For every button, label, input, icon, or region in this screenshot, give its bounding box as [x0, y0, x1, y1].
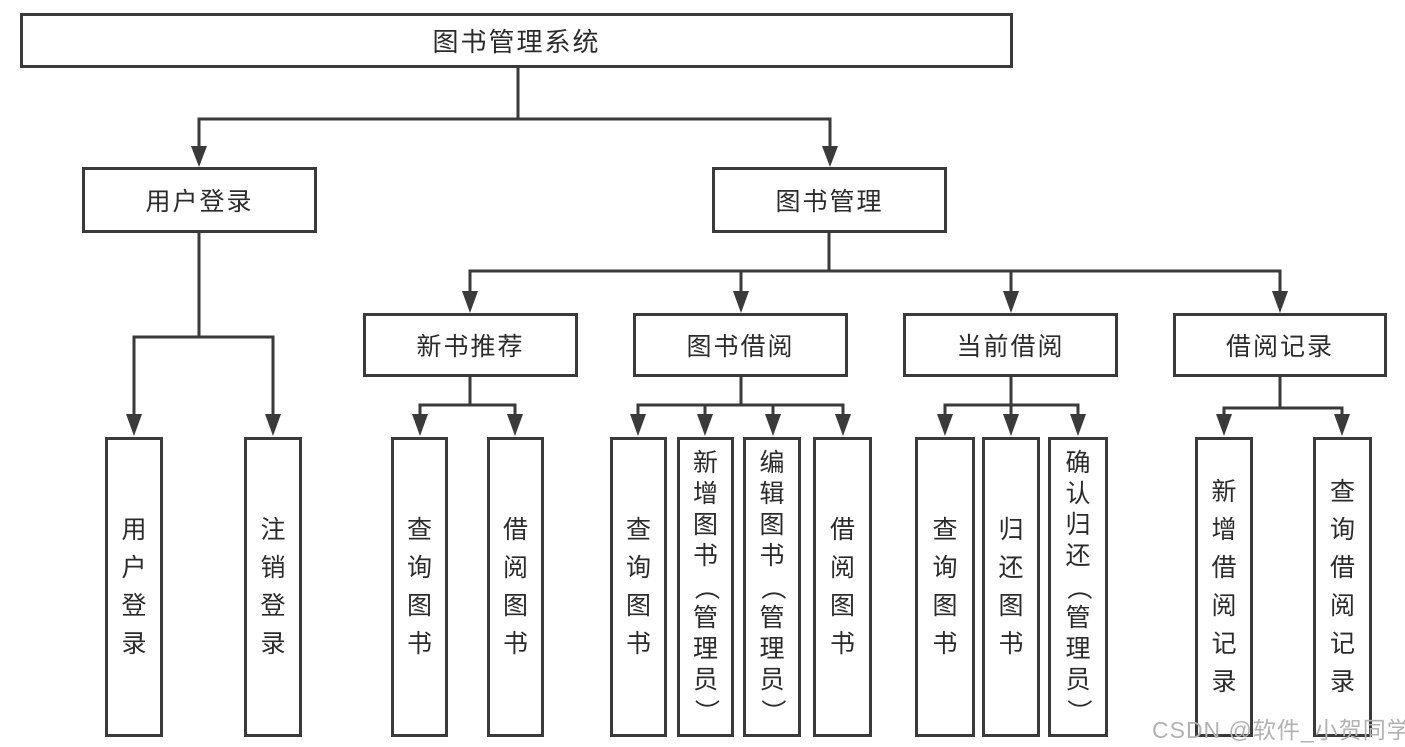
node-leaf-return-books: 归还图书 [982, 437, 1040, 737]
vertical-char: 辑 [759, 479, 785, 508]
node-leaf-query-books-2: 查询图书 [610, 437, 667, 737]
vertical-char: 询 [406, 554, 432, 582]
vertical-char: 登 [260, 592, 286, 620]
node-current-borrowing: 当前借阅 [903, 313, 1118, 377]
vertical-char: 理 [759, 634, 785, 663]
vertical-char: 管 [759, 603, 785, 632]
vertical-char: 确 [1065, 448, 1091, 477]
vertical-char: 询 [625, 554, 651, 582]
vertical-char: （ [1064, 574, 1093, 600]
vertical-char: 理 [692, 634, 718, 663]
vertical-char: 阅 [1211, 592, 1237, 620]
vertical-char: 图 [829, 592, 855, 620]
vertical-char: 增 [1211, 516, 1237, 544]
vertical-char: 图 [406, 592, 432, 620]
vertical-char: （ [692, 574, 720, 600]
vertical-char: 阅 [502, 554, 528, 582]
node-leaf-logout-login: 注销登录 [244, 437, 302, 737]
vertical-char: 录 [121, 630, 147, 658]
vertical-char: 员 [1065, 665, 1091, 694]
vertical-char: 询 [1329, 516, 1355, 544]
vertical-char: 录 [1329, 668, 1355, 696]
vertical-char: 书 [692, 541, 718, 570]
vertical-char: 查 [932, 516, 958, 544]
node-leaf-borrow-books-2: 借阅图书 [813, 437, 872, 737]
vertical-char: 查 [625, 516, 651, 544]
node-leaf-query-books-1: 查询图书 [391, 437, 448, 737]
node-borrowing-records: 借阅记录 [1173, 313, 1387, 377]
vertical-char: 还 [998, 554, 1024, 582]
vertical-char: 管 [1065, 603, 1091, 632]
vertical-char: 理 [1065, 634, 1091, 663]
vertical-char: 图 [998, 592, 1024, 620]
vertical-char: 认 [1065, 479, 1091, 508]
vertical-char: 阅 [829, 554, 855, 582]
node-leaf-user-login: 用户登录 [105, 437, 163, 737]
vertical-char: 借 [502, 516, 528, 544]
vertical-char: 图 [625, 592, 651, 620]
node-new-book-recommend: 新书推荐 [363, 313, 578, 377]
vertical-char: ） [758, 698, 787, 724]
node-user-login: 用户登录 [82, 167, 317, 233]
vertical-char: 录 [260, 630, 286, 658]
vertical-char: 新 [692, 448, 718, 477]
vertical-char: 注 [260, 516, 286, 544]
vertical-char: 还 [1065, 541, 1091, 570]
vertical-char: 管 [692, 603, 718, 632]
vertical-char: 书 [932, 630, 958, 658]
vertical-char: 阅 [1329, 592, 1355, 620]
vertical-char: 图 [502, 592, 528, 620]
vertical-char: 编 [759, 448, 785, 477]
vertical-char: ） [692, 698, 720, 724]
vertical-char: 图 [932, 592, 958, 620]
watermark: CSDN @软件_小贺同学 [1152, 717, 1405, 743]
vertical-char: 借 [829, 516, 855, 544]
node-leaf-add-borrow-record: 新增借阅记录 [1195, 437, 1253, 737]
vertical-char: 增 [692, 479, 718, 508]
vertical-char: 书 [829, 630, 855, 658]
vertical-char: 登 [121, 592, 147, 620]
vertical-char: （ [758, 574, 787, 600]
vertical-char: 归 [998, 516, 1024, 544]
vertical-char: 销 [260, 554, 286, 582]
node-leaf-add-books-admin: 新增图书 （ 管理员 ） [677, 437, 734, 737]
node-leaf-query-borrow-record: 查询借阅记录 [1313, 437, 1372, 737]
vertical-char: 书 [406, 630, 432, 658]
node-book-borrowing: 图书借阅 [633, 313, 848, 377]
vertical-char: 查 [1329, 478, 1355, 506]
vertical-char: 书 [625, 630, 651, 658]
vertical-char: 查 [406, 516, 432, 544]
node-leaf-edit-books-admin: 编辑图书 （ 管理员 ） [743, 437, 801, 737]
vertical-char: 员 [692, 665, 718, 694]
node-leaf-query-books-3: 查询图书 [915, 437, 975, 737]
vertical-char: 户 [121, 554, 147, 582]
node-leaf-borrow-books-1: 借阅图书 [487, 437, 544, 737]
node-book-management: 图书管理 [712, 167, 947, 233]
vertical-char: 借 [1211, 554, 1237, 582]
vertical-char: 询 [932, 554, 958, 582]
node-book-management-system: 图书管理系统 [20, 13, 1013, 68]
vertical-char: 记 [1329, 630, 1355, 658]
vertical-char: ） [1064, 698, 1093, 724]
vertical-char: 员 [759, 665, 785, 694]
vertical-char: 用 [121, 516, 147, 544]
vertical-char: 记 [1211, 630, 1237, 658]
vertical-char: 录 [1211, 668, 1237, 696]
vertical-char: 图 [759, 510, 785, 539]
vertical-char: 归 [1065, 510, 1091, 539]
vertical-char: 书 [998, 630, 1024, 658]
vertical-char: 借 [1329, 554, 1355, 582]
vertical-char: 新 [1211, 478, 1237, 506]
vertical-char: 书 [502, 630, 528, 658]
vertical-char: 书 [759, 541, 785, 570]
vertical-char: 图 [692, 510, 718, 539]
node-leaf-confirm-return-admin: 确认归还 （ 管理员 ） [1048, 437, 1108, 737]
